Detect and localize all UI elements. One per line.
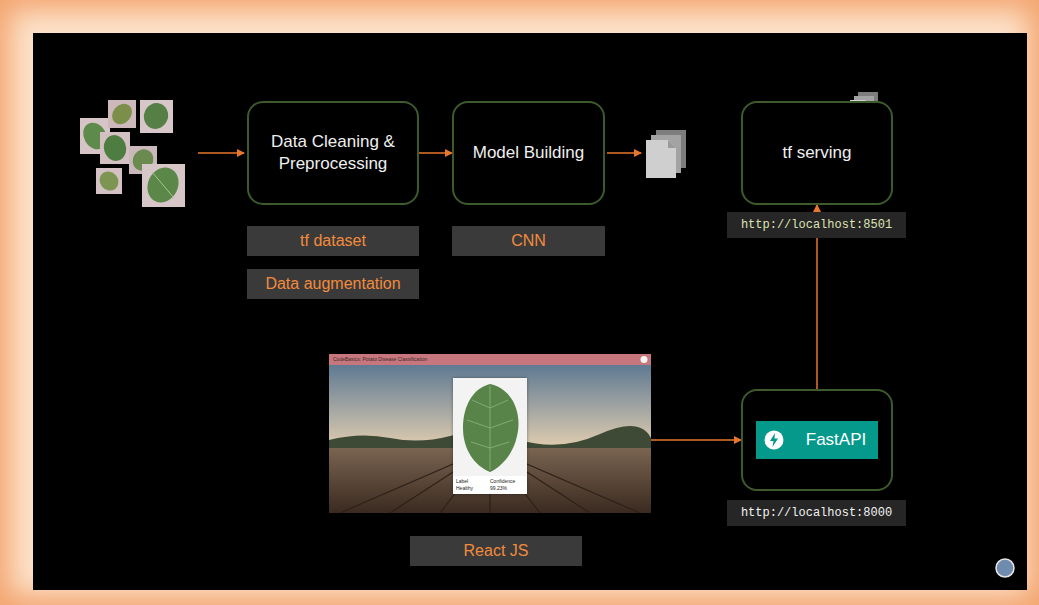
node-text: React JS — [464, 542, 529, 560]
node-text: CodeBasics: Potato Disease Classificatio… — [333, 356, 427, 362]
fastapi-badge: FastAPI — [756, 421, 878, 459]
leaf-shape — [463, 384, 519, 472]
react-app-screenshot — [329, 354, 651, 513]
leaf-thumbnails-part — [96, 168, 122, 194]
result-card: LabelConfidenceHealthy99.23% — [453, 378, 527, 494]
react-app-screenshot-part — [329, 354, 651, 365]
node-text: Label — [456, 478, 490, 485]
leaf-thumbnails-part — [96, 168, 123, 195]
node-text: Healthy — [456, 485, 490, 492]
model-file-icon — [646, 130, 686, 178]
node-text: CNN — [511, 232, 546, 250]
leaf-thumbnails-part — [100, 132, 130, 164]
leaf-thumbnails-part — [152, 172, 174, 198]
channel-logo-part — [996, 559, 1014, 577]
node-text: Data augmentation — [265, 275, 400, 293]
icon-bolt — [770, 433, 778, 447]
node-text: 99.23% — [490, 485, 524, 492]
connector-arrow — [651, 439, 741, 441]
model-file-icon-part — [646, 140, 676, 178]
api-box: FastAPI — [741, 389, 893, 491]
leaf-thumbnails-part — [108, 100, 136, 128]
node-text: FastAPI — [806, 430, 866, 450]
tool-band: React JS — [410, 536, 582, 566]
process-box: Data Cleaning & Preprocessing — [247, 101, 419, 205]
icon-circle — [764, 431, 783, 450]
leaf-thumbnails-part — [140, 100, 173, 133]
leader-arrows-part — [607, 152, 641, 154]
leaf-thumbnails-part — [101, 133, 129, 164]
node-text: http://localhost:8000 — [741, 506, 892, 520]
node-text: Confidence — [490, 478, 524, 485]
tool-band: Data augmentation — [247, 269, 419, 299]
react-app-screenshot-part — [641, 356, 648, 363]
connector-arrow — [419, 152, 452, 154]
leaf-thumbnails-part — [108, 100, 136, 128]
model-file-icon-part — [668, 140, 676, 148]
leaf-veins — [467, 386, 513, 470]
channel-logo — [996, 559, 1014, 577]
process-box: tf serving — [741, 101, 893, 205]
tool-band: CNN — [452, 226, 605, 256]
result-table: LabelConfidenceHealthy99.23% — [453, 476, 527, 494]
url-label: http://localhost:8501 — [727, 212, 906, 238]
leaf-thumbnails-part — [140, 100, 171, 133]
node-text: tf serving — [783, 142, 852, 164]
node-text: http://localhost:8501 — [741, 218, 892, 232]
leader-arrows-part — [198, 152, 244, 154]
app-screenshot: CodeBasics: Potato Disease Classificatio… — [329, 354, 651, 513]
process-box: Model Building — [452, 101, 605, 205]
tool-band: tf dataset — [247, 226, 419, 256]
leaf-thumbnails-part — [142, 162, 184, 207]
leaf-picture — [453, 378, 527, 476]
url-label: http://localhost:8000 — [727, 500, 906, 526]
node-text: Model Building — [473, 142, 585, 164]
leaf-thumbnails — [78, 100, 185, 208]
node-text: tf dataset — [300, 232, 366, 250]
node-text: Data Cleaning & Preprocessing — [259, 131, 407, 175]
fastapi-icon — [764, 430, 784, 450]
